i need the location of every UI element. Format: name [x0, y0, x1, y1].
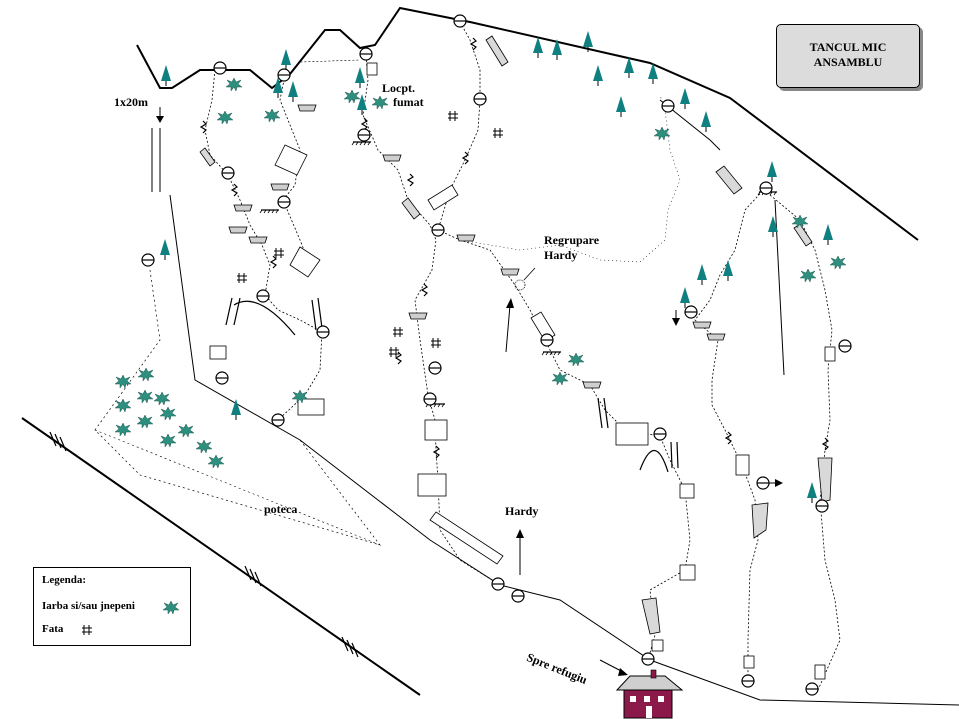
path-label: poteca [264, 502, 298, 516]
grass-tuft-icon [162, 600, 180, 615]
map-title-line2: ANSAMBLU [813, 55, 883, 69]
legend-title: Legenda: [42, 574, 86, 586]
route-2 [362, 55, 501, 586]
map-title-box: TANCUL MIC ANSAMBLU [776, 24, 920, 88]
regroup-arrow [505, 304, 511, 353]
route-3 [437, 21, 691, 661]
map-legend: Legenda: Iarba si/sau jnepeni Fata [33, 567, 191, 646]
route-5 [769, 194, 841, 691]
rest-spot-label-line2: fumat [393, 95, 424, 109]
road-line [21, 417, 421, 696]
hardy-label: Hardy [505, 504, 539, 518]
regroup-label-line2: Hardy [544, 248, 578, 262]
ridge-crest-dotted [289, 59, 361, 75]
legend-grass-label: Iarba si/sau jnepeni [42, 600, 135, 612]
legend-face-label: Fata [42, 623, 64, 635]
ridge-line [136, 6, 919, 241]
route-1 [204, 69, 323, 421]
scale-label: 1x20m [114, 95, 148, 109]
regroup-point [514, 279, 526, 291]
refuge-hut-icon [615, 669, 684, 719]
hash-face-icon [82, 625, 92, 635]
route-4 [694, 184, 769, 680]
rest-spot-label-line1: Locpt. [382, 81, 415, 95]
regroup-label-line1: Regrupare [544, 233, 600, 247]
hut-path [169, 194, 959, 706]
map-title-line1: TANCUL MIC [809, 40, 887, 54]
